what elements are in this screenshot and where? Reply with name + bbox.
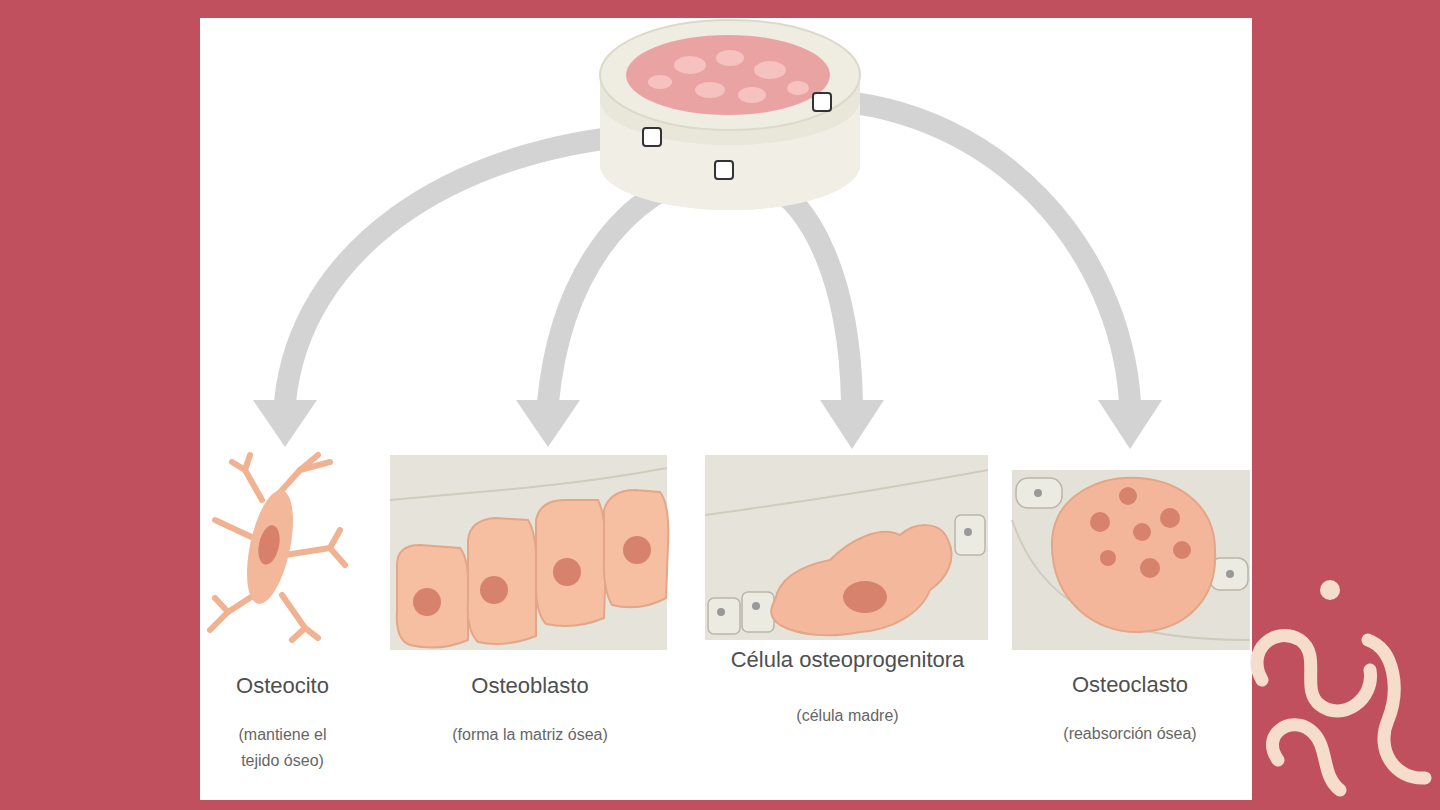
osteoclast-panel <box>1226 570 1234 578</box>
osteoclast-panel <box>1133 523 1151 541</box>
arrow-head <box>253 400 1162 449</box>
osteoblast-panel <box>480 576 508 604</box>
osteoprogenitor-panel <box>705 470 988 515</box>
zoom-marker <box>643 93 831 179</box>
bone-section <box>600 20 860 210</box>
osteoclast-panel <box>1090 512 1110 532</box>
osteoclast-panel <box>1100 550 1116 566</box>
osteoprogenitor-panel <box>705 455 988 640</box>
osteocyte-cell <box>245 455 250 470</box>
arrow-head <box>1098 400 1162 449</box>
cell-name: Osteocito <box>200 669 365 703</box>
osteocyte-cell <box>238 486 301 608</box>
osteoprogenitor-panel <box>955 515 985 555</box>
osteoclast-panel <box>1140 558 1160 578</box>
bone-section <box>716 50 744 66</box>
cell-function: (forma la matriz ósea) <box>448 722 613 748</box>
cell-caption: Célula osteoprogenitora (célula madre) <box>705 643 990 729</box>
arrow-head <box>820 400 884 449</box>
osteoblast-panel <box>623 536 651 564</box>
osteoblast-panel <box>413 588 441 616</box>
zoom-marker <box>643 128 661 146</box>
osteoblast-panel <box>468 518 537 644</box>
decorative-squiggle <box>1257 636 1425 790</box>
osteocyte-cell <box>215 598 228 612</box>
osteoprogenitor-panel <box>705 455 988 640</box>
bone-section <box>695 82 725 98</box>
cell-name: Osteoblasto <box>390 669 670 703</box>
bone-section <box>674 56 706 74</box>
osteocyte-cell <box>292 628 305 640</box>
osteoprogenitor-panel <box>742 592 774 632</box>
osteoclast-panel <box>1173 541 1191 559</box>
osteoclast-panel <box>1052 478 1215 632</box>
cell-caption: Osteoclasto (reabsorción ósea) <box>1010 668 1250 747</box>
arrow-head <box>516 400 580 447</box>
osteoclast-panel <box>1119 487 1137 505</box>
osteoprogenitor-panel <box>964 528 972 536</box>
cell-function: (célula madre) <box>743 703 953 729</box>
osteoclast-panel <box>1160 508 1180 528</box>
osteoclast-panel <box>1012 470 1250 650</box>
osteocyte-cell <box>300 455 318 470</box>
cell-panel: Célula osteoprogenitora (célula madre) <box>705 455 990 780</box>
zoom-marker <box>715 161 733 179</box>
osteocyte-cell <box>210 455 345 640</box>
bone-section <box>787 81 809 95</box>
decorative-dot <box>1320 580 1340 600</box>
osteocyte-cell <box>215 520 258 540</box>
osteoclast-panel <box>1016 478 1062 508</box>
osteoclast-panel <box>1034 489 1042 497</box>
zoom-marker <box>813 93 831 111</box>
osteocyte-cell <box>255 523 283 566</box>
osteocyte-cell <box>210 455 345 640</box>
osteoclast-panel <box>1090 487 1191 578</box>
cell-panel: Osteocito (mantiene el tejido óseo) <box>200 450 365 780</box>
osteoblast-panel <box>536 500 606 626</box>
osteoprogenitor-panel <box>771 525 951 635</box>
bone-section <box>754 61 786 79</box>
cell-function: (mantiene el tejido óseo) <box>220 722 345 774</box>
arrow <box>825 100 1130 402</box>
osteoprogenitor-panel <box>717 608 725 616</box>
osteoclast-panel <box>1012 470 1250 650</box>
cell-caption: Osteocito (mantiene el tejido óseo) <box>200 669 365 774</box>
osteoprogenitor-panel <box>843 581 887 613</box>
osteoprogenitor-panel <box>708 598 740 634</box>
cell-caption: Osteoblasto (forma la matriz ósea) <box>390 669 670 748</box>
cell-name: Osteoclasto <box>1010 668 1250 702</box>
bone-section <box>738 87 766 103</box>
decorative-squiggle <box>1272 725 1340 790</box>
arrow <box>285 100 1130 402</box>
cell-panel: Osteoclasto (reabsorción ósea) <box>1010 470 1250 780</box>
osteoblast-panel <box>397 545 469 648</box>
osteoblast-panel <box>604 490 668 607</box>
osteoblast-panel <box>390 455 667 650</box>
decorative-squiggle <box>1368 640 1425 778</box>
arrow-head <box>253 400 317 447</box>
bone-section <box>648 75 672 89</box>
osteoprogenitor-panel <box>752 602 760 610</box>
cell-function: (reabsorción ósea) <box>1063 721 1198 747</box>
decorative-squiggle <box>1257 636 1370 711</box>
osteoblast-panel <box>553 558 581 586</box>
bone-section <box>626 35 830 115</box>
osteocyte-cell <box>330 548 345 565</box>
cell-panel: Osteoblasto (forma la matriz ósea) <box>390 455 670 780</box>
bone-section <box>600 20 860 130</box>
cell-name: Célula osteoprogenitora <box>723 643 973 677</box>
osteoblast-panel <box>390 455 668 650</box>
